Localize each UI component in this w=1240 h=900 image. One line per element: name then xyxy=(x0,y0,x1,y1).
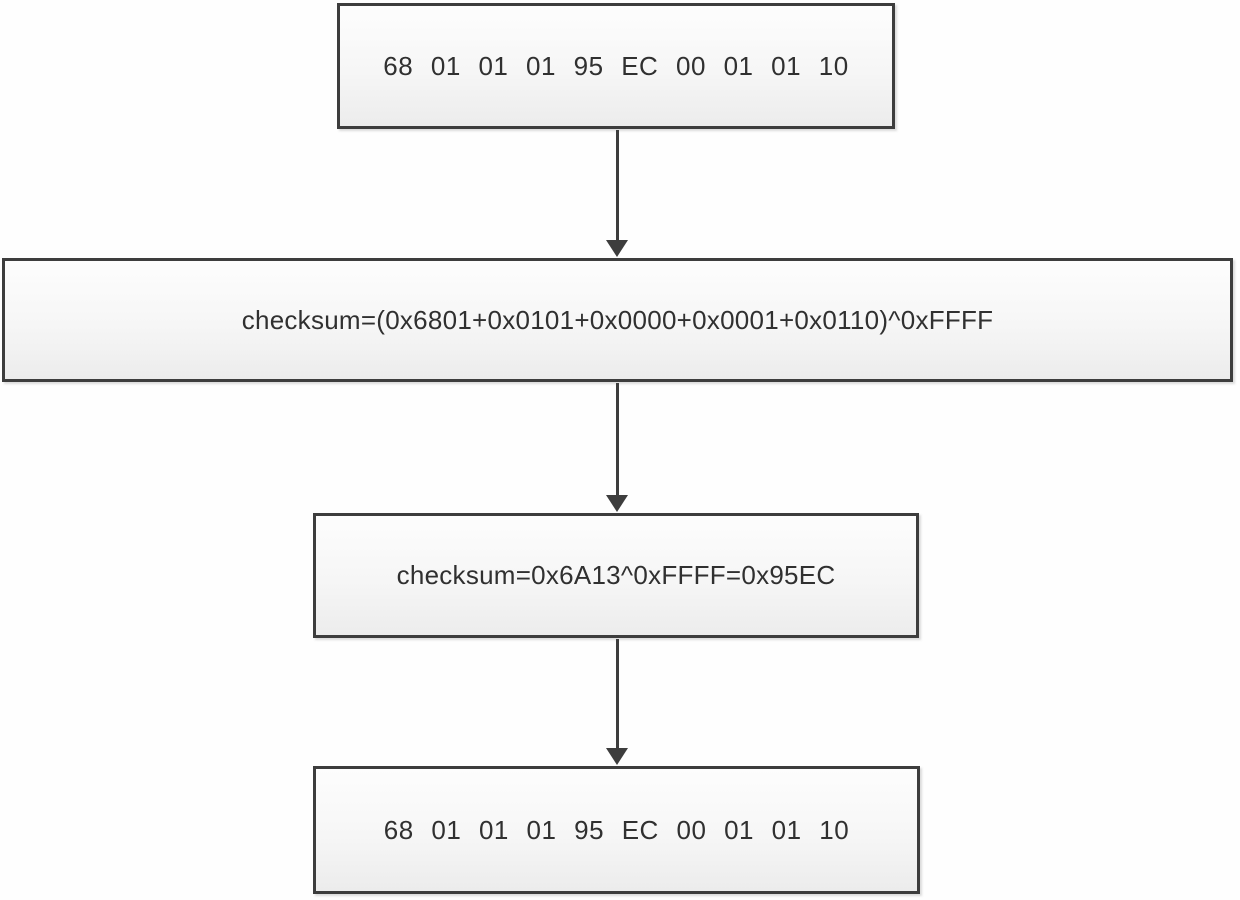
packet-output-text: 68 01 01 01 95 EC 00 01 01 10 xyxy=(383,814,850,845)
flow-node-packet-output: 68 01 01 01 95 EC 00 01 01 10 xyxy=(313,766,920,894)
arrow-head-icon xyxy=(606,495,628,512)
arrow-shaft xyxy=(615,383,619,495)
arrow-shaft xyxy=(615,130,619,240)
checksum-result-text: checksum=0x6A13^0xFFFF=0x95EC xyxy=(396,560,836,590)
flow-node-checksum-result: checksum=0x6A13^0xFFFF=0x95EC xyxy=(313,513,919,638)
arrow-shaft xyxy=(615,639,619,748)
packet-input-text: 68 01 01 01 95 EC 00 01 01 10 xyxy=(383,50,849,81)
checksum-formula-text: checksum=(0x6801+0x0101+0x0000+0x0001+0x… xyxy=(241,304,994,335)
arrow-head-icon xyxy=(606,240,628,257)
flow-arrow-1 xyxy=(606,130,628,257)
flow-arrow-3 xyxy=(606,639,628,765)
flow-node-packet-input: 68 01 01 01 95 EC 00 01 01 10 xyxy=(337,3,895,129)
flow-node-checksum-formula: checksum=(0x6801+0x0101+0x0000+0x0001+0x… xyxy=(2,258,1233,382)
flow-arrow-2 xyxy=(606,383,628,512)
arrow-head-icon xyxy=(606,748,628,765)
